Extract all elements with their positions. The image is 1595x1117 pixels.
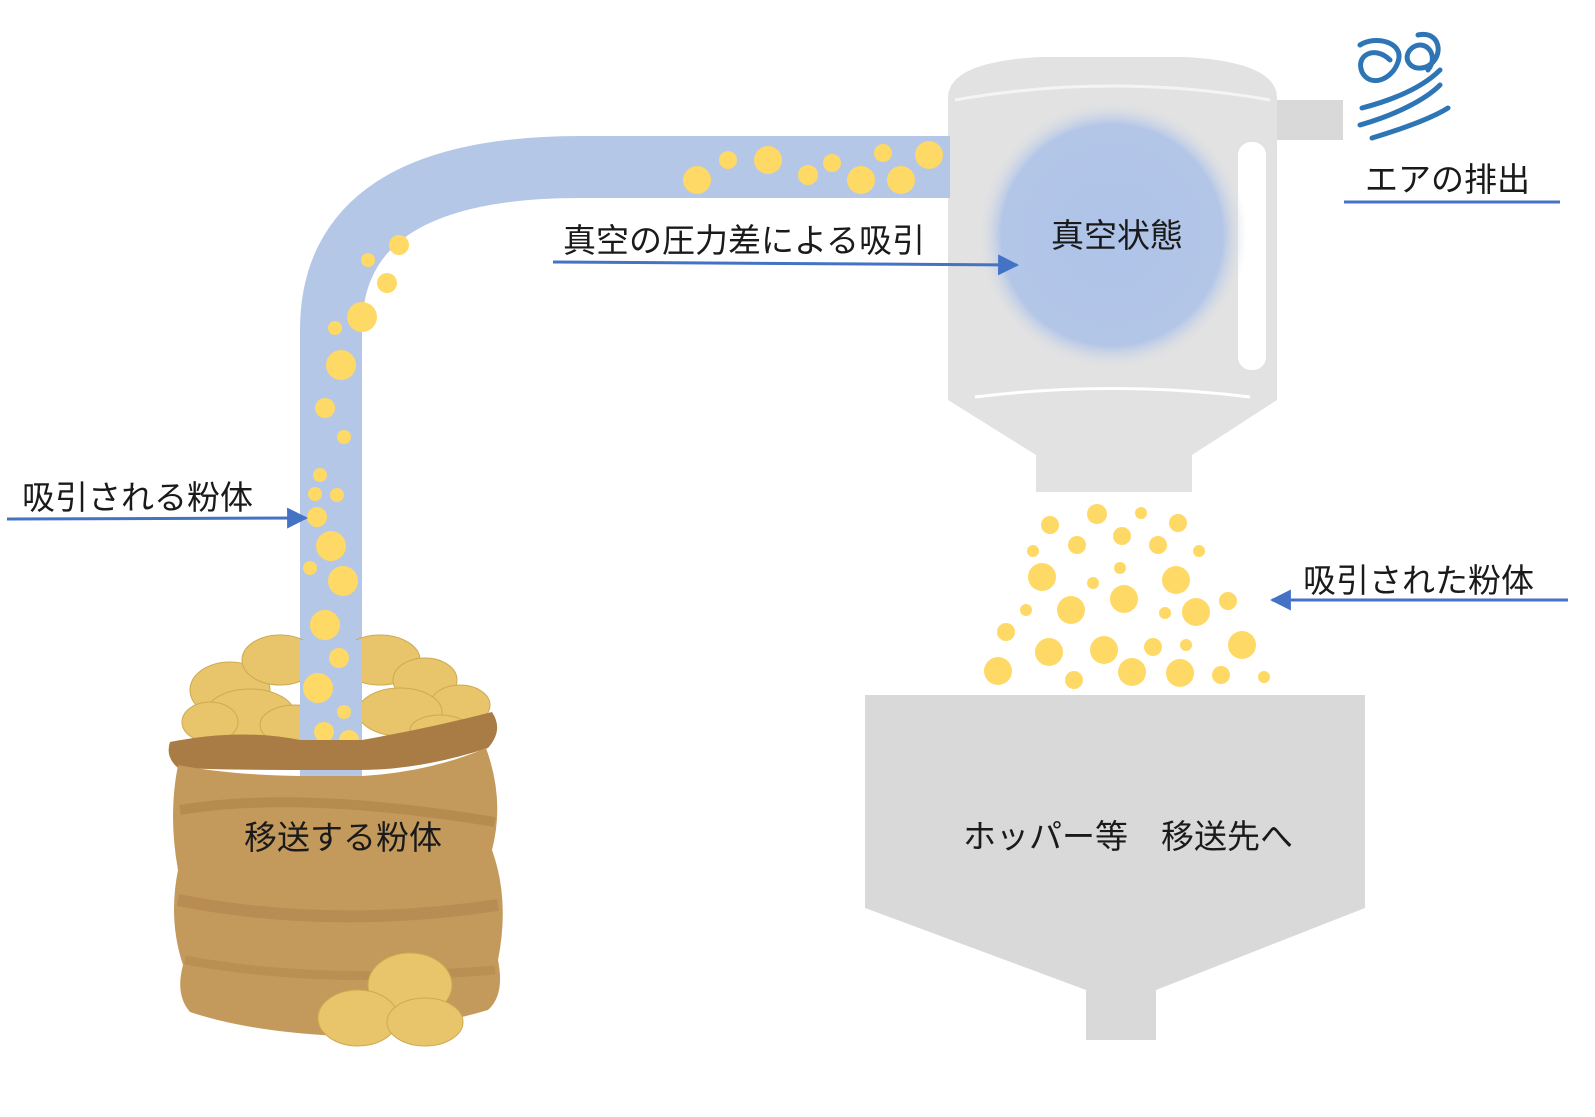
callout-vacuum-suction: 真空の圧力差による吸引: [552, 221, 1020, 276]
hopper-destination-label: ホッパー等 移送先へ: [963, 817, 1293, 856]
suctioned-powder-out-label: 吸引された粉体: [1303, 561, 1534, 600]
hopper: ホッパー等 移送先へ: [865, 695, 1365, 1040]
receiver-top-highlight: [954, 84, 1271, 102]
sight-glass: [1238, 142, 1266, 370]
wind-icon: [1357, 31, 1451, 141]
conveyed-powder-label: 移送する粉体: [244, 818, 442, 857]
powder-sack: 移送する粉体: [168, 610, 503, 1047]
callout-suctioned-powder-out: 吸引された粉体: [1269, 561, 1568, 611]
pipe-particles: [303, 141, 943, 767]
vacuum-receiver: 真空状態: [948, 57, 1343, 492]
transport-pipe: [300, 136, 950, 778]
falling-powder: [984, 504, 1270, 689]
callout-air-exhaust: エアの排出: [1344, 160, 1560, 204]
suctioned-powder-label: 吸引される粉体: [22, 478, 253, 517]
receiver-rim: [974, 387, 1251, 399]
vacuum-zone: [977, 100, 1247, 370]
exhaust-port: [1275, 100, 1343, 140]
callout-suctioned-powder: 吸引される粉体: [6, 478, 309, 529]
vacuum-state-label: 真空状態: [1051, 216, 1183, 255]
vacuum-suction-label: 真空の圧力差による吸引: [563, 221, 925, 260]
air-exhaust-label: エアの排出: [1365, 160, 1530, 199]
